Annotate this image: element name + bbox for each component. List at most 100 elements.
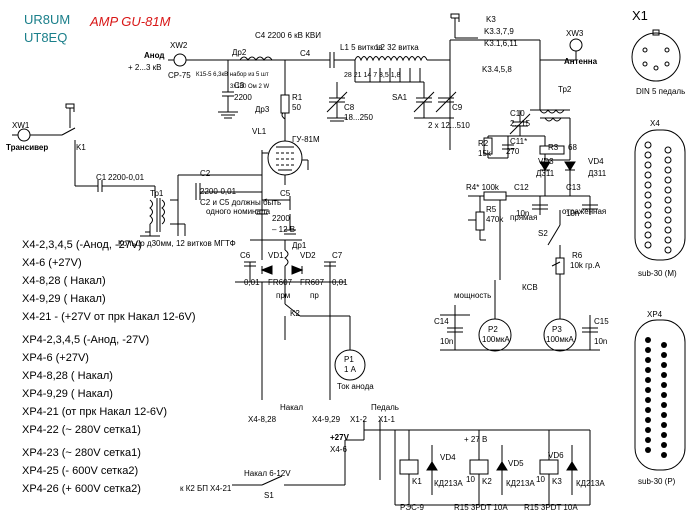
c10-value: 2...15 — [510, 119, 531, 128]
r1-value: 50 — [292, 103, 301, 112]
c9-label: C9 — [452, 103, 463, 112]
dr3-label: Др3 — [255, 105, 270, 114]
anode-label: Анод — [144, 51, 164, 60]
c14-label: C14 — [434, 317, 449, 326]
vl1-label: VL1 — [252, 127, 267, 136]
tap-labels: 28 21 14 7 3,5 1,8 — [344, 72, 401, 79]
vd5-label: VD5 — [508, 459, 524, 468]
pinout-line-7: XP4-6 (+27V) — [22, 352, 89, 364]
tr2-label: Тр2 — [558, 85, 572, 94]
pr-label: пр — [310, 291, 319, 300]
r5-label: R5 — [486, 205, 497, 214]
xw2-desc: CP-75 — [168, 71, 191, 80]
c6-label: C6 — [240, 251, 251, 260]
xp4-connector — [634, 319, 686, 471]
pinout-line-10: XP4-21 (от прк Накал 12-6V) — [22, 406, 168, 418]
p3-label: P3 — [552, 325, 562, 334]
tr2-transformer — [539, 109, 565, 114]
r6-label: R6 — [572, 251, 583, 260]
c15-value: 10n — [594, 337, 607, 346]
vd2-diode — [291, 265, 304, 275]
p1-label: P1 — [344, 355, 354, 364]
pinout-line-9: XP4-9,29 ( Накал) — [22, 388, 113, 400]
k1-label: K1 — [76, 143, 86, 152]
plus-27v-label: +27V — [330, 433, 350, 442]
xw1-desc: Трансивер — [6, 143, 48, 152]
x1-desc: DIN 5 педаль — [636, 87, 685, 96]
r3-value: 68 — [568, 143, 577, 152]
p1-value: 1 А — [344, 365, 357, 374]
x4-label: X4 — [650, 119, 660, 128]
c12-label: C12 — [514, 183, 529, 192]
l2-coil — [384, 56, 428, 62]
r15-label-2: R15 3PDT 10A — [524, 503, 578, 512]
p2-label: P2 — [488, 325, 498, 334]
c8-label: C8 — [344, 103, 355, 112]
x4-6-label: X4-6 — [330, 445, 347, 454]
k3-contacts-a: K3.3,7,9 — [484, 27, 514, 36]
plus-27b-label: + 27 В — [464, 435, 487, 444]
c5-value: 2200 — [272, 214, 290, 223]
sa1-label: SA1 — [392, 93, 408, 102]
callsign-1: UR8UM — [24, 12, 71, 27]
kd213-label-2: КД213А — [506, 479, 535, 488]
dr2-label: Др2 — [232, 48, 247, 57]
pinout-line-14: XP4-26 (+ 600V сетка2) — [22, 483, 141, 495]
pinout-line-13: XP4-25 (- 600V сетка2) — [22, 465, 139, 477]
s2-label: S2 — [538, 229, 548, 238]
tr1-winding — [149, 199, 153, 225]
prm-label: прм — [276, 291, 290, 300]
c4-label: C4 2200 6 кВ КВИ — [255, 31, 321, 40]
s1-label: S1 — [264, 491, 274, 500]
c2-c5-note-2: одного номинала — [206, 207, 271, 216]
c5-label: C5 — [280, 189, 291, 198]
c3-value: 2200 — [234, 93, 252, 102]
c8-value: 18...250 — [344, 113, 373, 122]
xw3-label: XW3 — [566, 29, 584, 38]
kd213-label-1: КД213А — [434, 479, 463, 488]
xw1-label: XW1 — [12, 121, 30, 130]
callsign-2: UT8EQ — [24, 30, 68, 45]
x4-8-28-label: X4-8,28 — [248, 415, 277, 424]
c15-label: C15 — [594, 317, 609, 326]
x4-21-label: X4-21 — [210, 484, 232, 493]
c14-value: 10n — [440, 337, 453, 346]
c7-value: 0,01 — [332, 278, 348, 287]
p1-desc: Ток анода — [337, 382, 374, 391]
xp4-label: XP4 — [647, 310, 663, 319]
minus-12v: – 12 В — [272, 225, 295, 234]
c11-label: C11* — [510, 137, 527, 146]
swr-label: КСВ — [522, 283, 538, 292]
k1-relay-coil — [399, 459, 419, 475]
ring-note: Кольцо д30мм, 12 витков МГТФ — [118, 239, 236, 248]
k3-relay-coil — [539, 459, 559, 475]
vd2-label: VD2 — [300, 251, 316, 260]
r15-label-1: R15 3PDT 10A — [454, 503, 508, 512]
c2-c5-note-1: C2 и C5 должны быть — [200, 198, 281, 207]
k3-pin-10: 10 — [536, 475, 545, 484]
k3-contacts-b: K3.1,6,11 — [484, 39, 518, 48]
x4-connector — [634, 129, 686, 261]
dr1-label: Др1 — [292, 241, 307, 250]
r1-label: R1 — [292, 93, 303, 102]
r5-value: 470k — [486, 215, 504, 224]
x4-pins — [644, 141, 672, 254]
p1-meter — [334, 349, 366, 381]
c3-label: C3 — [234, 81, 245, 90]
kd213-label-3: КД213А — [576, 479, 605, 488]
c1-value: 2200-0,01 — [108, 173, 145, 182]
c1-label: C1 — [96, 173, 107, 182]
r4-label: R4* 100k — [466, 183, 500, 192]
x4-desc: sub-30 (M) — [638, 269, 677, 278]
p2-value: 100мкА — [482, 335, 510, 344]
title: AMP GU-81M — [90, 14, 171, 29]
r2-value: 15k — [478, 149, 492, 158]
k3-label: K3 — [486, 15, 496, 24]
pinout-line-4: X4-9,29 ( Накал) — [22, 293, 106, 305]
x1-din-connector — [631, 32, 681, 82]
c6-value: 0,01 — [244, 278, 260, 287]
vd2-value: FR607 — [300, 278, 325, 287]
vd1-diode — [260, 265, 273, 275]
anode-voltage: + 2...3 кВ — [128, 63, 162, 72]
res9-label: РЭС-9 — [400, 503, 425, 512]
